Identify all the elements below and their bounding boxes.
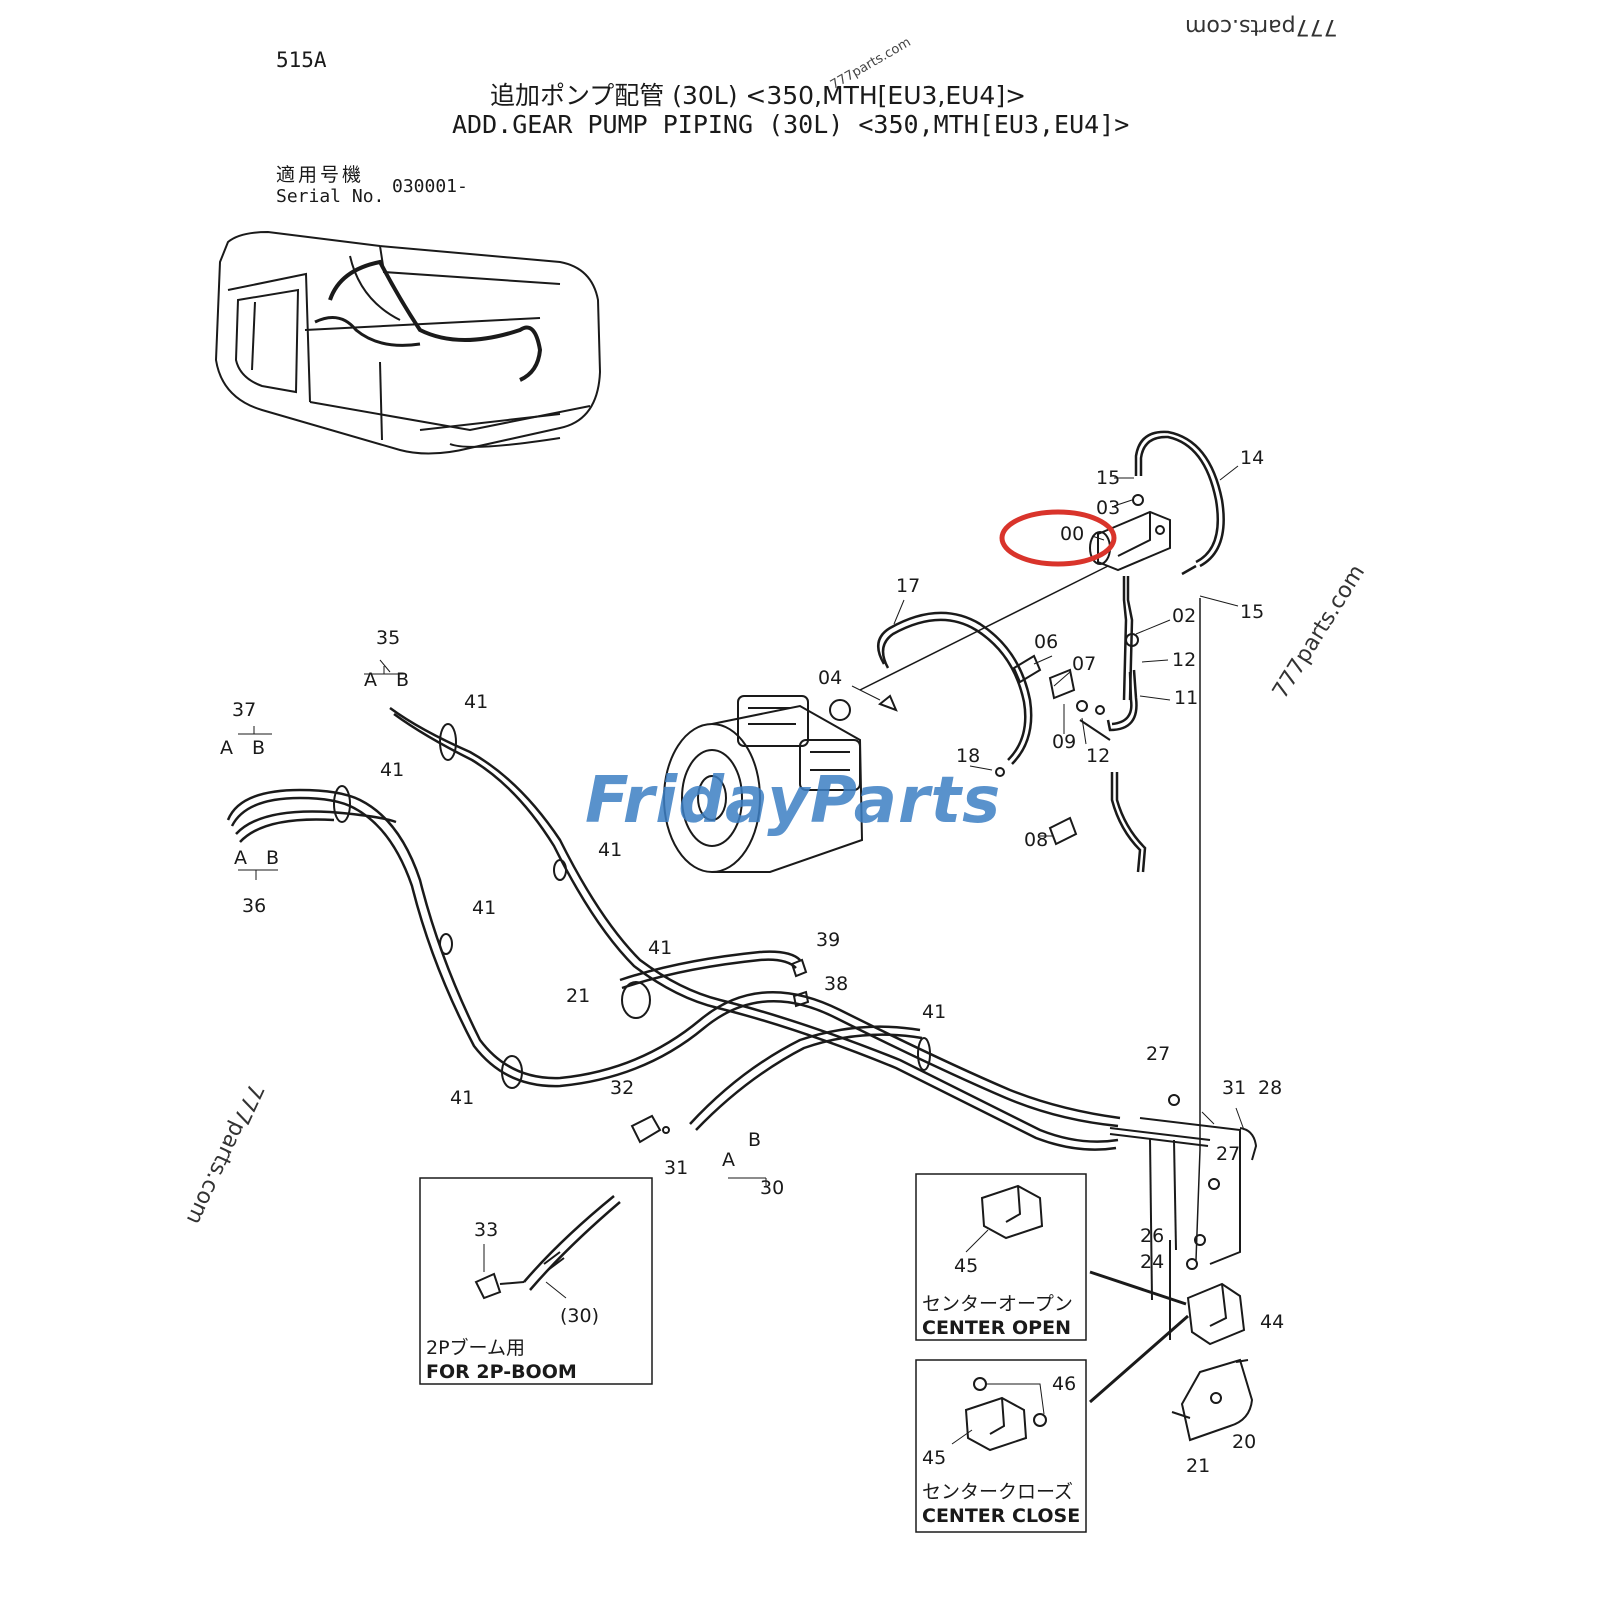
callout-35: 35 — [376, 627, 400, 649]
callout-46: 46 — [1052, 1373, 1076, 1395]
port-b-35: B — [396, 669, 409, 691]
main-pump — [663, 695, 864, 873]
fittings-lower — [630, 958, 810, 1144]
callout-15: 15 — [1096, 467, 1120, 489]
callout-41: 41 — [648, 937, 672, 959]
hose-17 — [877, 611, 1033, 765]
callout-08: 08 — [1024, 829, 1048, 851]
title-english: ADD.GEAR PUMP PIPING (30L) <350,MTH[EU3,… — [452, 110, 1130, 139]
inset-close-label-en: CENTER CLOSE — [922, 1505, 1080, 1527]
callout-44: 44 — [1260, 1311, 1284, 1333]
callout-26: 26 — [1140, 1225, 1164, 1247]
callout-30: 30 — [760, 1177, 784, 1199]
callout-41: 41 — [450, 1087, 474, 1109]
callout-24: 24 — [1140, 1251, 1164, 1273]
callout-30-paren: (30) — [560, 1305, 599, 1327]
callout-labels: 00 15 03 14 15 02 12 11 12 09 07 06 08 0… — [220, 447, 1284, 1477]
callout-00: 00 — [1060, 523, 1084, 545]
callout-15: 15 — [1240, 601, 1264, 623]
port-a-30: A — [722, 1149, 735, 1171]
inset-center-close: 46 45 センタークローズ CENTER CLOSE — [915, 1359, 1087, 1533]
control-valve — [1089, 1094, 1258, 1442]
port-a-36: A — [234, 847, 247, 869]
callout-21: 21 — [566, 985, 590, 1007]
callout-41: 41 — [380, 759, 404, 781]
callout-07: 07 — [1072, 653, 1096, 675]
callout-33: 33 — [474, 1219, 498, 1241]
title-japanese: 追加ポンプ配管 (30L) <350,MTH[EU3,EU4]> — [490, 81, 1027, 110]
port-a-35: A — [364, 669, 377, 691]
callout-39: 39 — [816, 929, 840, 951]
inset-close-label-jp: センタークローズ — [922, 1481, 1073, 1503]
callout-09: 09 — [1052, 731, 1076, 753]
highlight-circle — [999, 509, 1117, 567]
callout-36: 36 — [242, 895, 266, 917]
callout-28: 28 — [1258, 1077, 1282, 1099]
inset-center-open: 45 センターオープン CENTER OPEN — [915, 1173, 1087, 1341]
callout-17: 17 — [896, 575, 920, 597]
callout-37: 37 — [232, 699, 256, 721]
inset-open-label-jp: センターオープン — [922, 1293, 1073, 1315]
callout-18: 18 — [956, 745, 980, 767]
inset-open-label-en: CENTER OPEN — [922, 1317, 1071, 1339]
callout-14: 14 — [1240, 447, 1264, 469]
callout-41: 41 — [922, 1001, 946, 1023]
callout-31: 31 — [1222, 1077, 1246, 1099]
excavator-overview — [214, 230, 602, 455]
diagram-code: 515A — [276, 48, 327, 72]
callout-03: 03 — [1096, 497, 1120, 519]
inset-2p-boom: 33 (30) 2Pブーム用 FOR 2P-BOOM — [419, 1177, 653, 1385]
callout-04: 04 — [818, 667, 842, 689]
callout-02: 02 — [1172, 605, 1196, 627]
leader-lines — [238, 465, 1245, 1186]
serial-label-japanese: 適用号機 — [276, 164, 365, 186]
callout-41: 41 — [472, 897, 496, 919]
inset-boom-label-en: FOR 2P-BOOM — [426, 1361, 577, 1383]
callout-27: 27 — [1216, 1143, 1240, 1165]
fittings-cluster — [878, 494, 1144, 846]
port-b-37: B — [252, 737, 265, 759]
callout-41: 41 — [598, 839, 622, 861]
callout-45: 45 — [922, 1447, 946, 1469]
hoses-upper-right — [1106, 430, 1225, 1261]
callout-32: 32 — [610, 1077, 634, 1099]
serial-number-value: 030001- — [392, 176, 468, 197]
callout-41: 41 — [464, 691, 488, 713]
port-a-37: A — [220, 737, 233, 759]
callout-06: 06 — [1034, 631, 1058, 653]
callout-31: 31 — [664, 1157, 688, 1179]
callout-20: 20 — [1232, 1431, 1256, 1453]
callout-12: 12 — [1172, 649, 1196, 671]
callout-12: 12 — [1086, 745, 1110, 767]
callout-27: 27 — [1146, 1043, 1170, 1065]
callout-21: 21 — [1186, 1455, 1210, 1477]
brand-watermark: FridayParts — [585, 764, 1002, 838]
callout-38: 38 — [824, 973, 848, 995]
inset-boom-label-jp: 2Pブーム用 — [426, 1336, 525, 1359]
port-b-30: B — [748, 1129, 761, 1151]
callout-11: 11 — [1174, 687, 1198, 709]
long-hoses — [226, 706, 1121, 1151]
hose-clamps — [333, 723, 931, 1089]
serial-label-english: Serial No. — [276, 186, 385, 207]
port-b-36: B — [266, 847, 279, 869]
callout-45: 45 — [954, 1255, 978, 1277]
